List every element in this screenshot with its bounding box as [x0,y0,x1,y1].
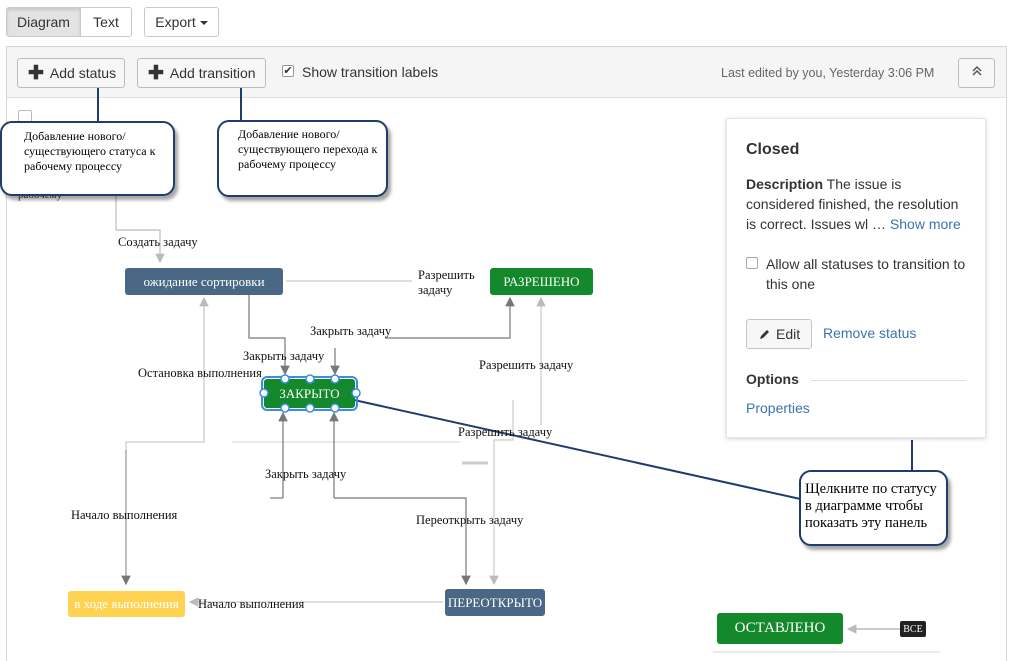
status-closed-selected[interactable]: ЗАКРЫТО [261,376,358,411]
pencil-icon [760,330,769,339]
status-left[interactable]: ОСТАВЛЕНО [717,613,843,644]
allow-all-checkbox[interactable] [746,257,758,269]
add-transition-label: Add transition [169,65,256,81]
callout-add-transition: Добавление нового/существующего перехода… [217,120,388,197]
show-more-link[interactable]: Show more [889,216,961,232]
last-edited-text: Last edited by you, Yesterday 3:06 PM [721,66,935,80]
transition-label[interactable]: Закрыть задачу [310,324,392,338]
show-labels-checkbox[interactable]: ✔ [282,65,294,77]
transition-label[interactable]: Начало выполнения [71,508,178,522]
export-label: Export [155,14,196,30]
panel-title: Closed [746,141,800,158]
description-label: Description [746,176,824,192]
status-waiting[interactable]: ожидание сортировки [125,268,283,295]
chevron-up-icon [971,65,982,76]
panel-description: Description The issue is considered fini… [746,174,971,234]
description-ellipsis: … [872,216,887,232]
options-divider [811,380,966,381]
edit-label: Edit [776,326,801,342]
options-heading: Options [746,371,799,387]
callout-add-transition-text: Добавление нового/существующего перехода… [238,127,378,171]
global-transition-all[interactable]: ВСЕ [900,621,926,637]
selection-handles[interactable] [256,371,364,416]
edit-button[interactable]: Edit [746,319,812,349]
caret-down-icon [199,21,208,26]
show-labels-label: Show transition labels [302,64,439,80]
tab-diagram[interactable]: Diagram [6,7,81,37]
status-properties-panel [726,118,986,438]
transition-label[interactable]: Остановка выполнения [138,366,262,380]
transition-label[interactable]: Переоткрыть задачу [416,513,524,527]
transition-label[interactable]: Разрешить задачу [479,358,574,372]
remove-status-link[interactable]: Remove status [823,325,917,341]
collapse-button[interactable] [958,58,995,88]
transition-label[interactable]: Разрешить [418,268,475,282]
add-status-button[interactable]: ✚ Add status [17,58,125,88]
export-dropdown[interactable]: Export [144,7,219,37]
callout-panel-hint-text: Щелкните по статусу в диаграмме чтобы по… [805,481,937,531]
transition-label[interactable]: Закрыть задачу [243,349,325,363]
status-resolved[interactable]: РАЗРЕШЕНО [490,268,593,295]
callout-panel-hint: Щелкните по статусу в диаграмме чтобы по… [799,470,948,546]
callout-add-status-text: Добавление нового/ существующего статуса… [24,129,156,173]
plus-icon: ✚ [148,63,164,84]
callout-add-status: Добавление нового/ существующего статуса… [0,121,175,196]
properties-link[interactable]: Properties [746,400,810,416]
status-in-progress[interactable]: в ходе выполнения [68,591,185,617]
tab-text[interactable]: Text [80,7,132,37]
add-status-label: Add status [49,65,117,81]
transition-label[interactable]: Разрешить задачу [458,425,553,439]
transition-label[interactable]: Создать задачу [118,235,198,249]
add-transition-button[interactable]: ✚ Add transition [137,58,266,88]
description-text: The issue is considered finished, the re… [746,176,959,232]
transition-label[interactable]: задачу [418,283,453,297]
transition-label[interactable]: Закрыть задачу [265,467,347,481]
workflow-canvas [6,46,1007,661]
transition-label[interactable]: Начало выполнения [198,597,305,611]
status-reopened[interactable]: ПЕРЕОТКРЫТО [445,589,545,616]
plus-icon: ✚ [28,63,44,84]
allow-all-label: Allow all statuses to transition to this… [766,256,966,292]
